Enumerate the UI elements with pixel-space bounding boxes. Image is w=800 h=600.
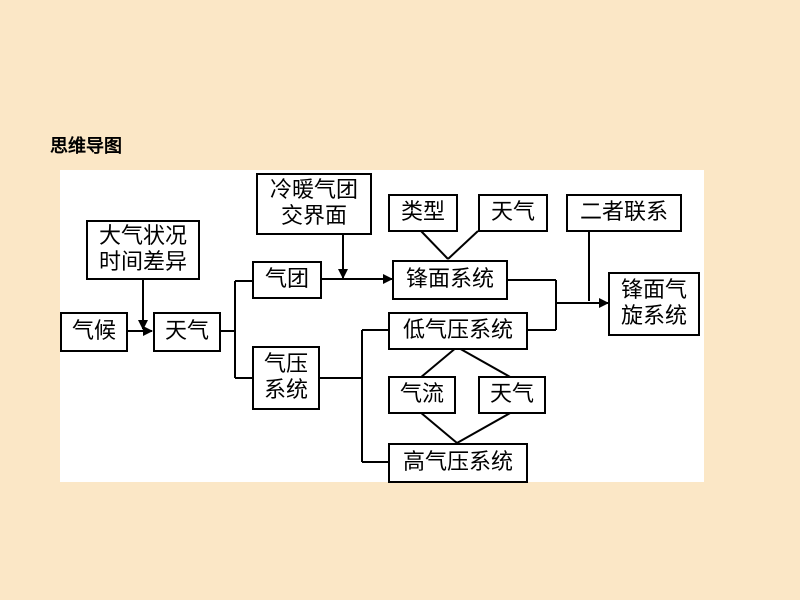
diagram-heading: 思维导图 — [50, 136, 122, 157]
node-front-weather: 天气 — [478, 194, 548, 232]
node-atmosphere-time-difference: 大气状况 时间差异 — [86, 220, 200, 280]
node-cold-warm-air-mass-interface: 冷暖气团 交界面 — [256, 173, 372, 235]
node-pressure-system: 气压 系统 — [252, 346, 320, 410]
node-airflow: 气流 — [388, 376, 456, 414]
node-pressure-weather: 天气 — [478, 376, 546, 414]
node-frontal-cyclone-system: 锋面气 旋系统 — [608, 272, 700, 336]
node-climate: 气候 — [60, 312, 128, 352]
node-relationship: 二者联系 — [566, 194, 682, 232]
node-low-pressure-system: 低气压系统 — [388, 312, 528, 350]
node-front-type: 类型 — [388, 194, 458, 232]
node-front-system: 锋面系统 — [392, 260, 508, 300]
node-weather-main: 天气 — [153, 312, 221, 352]
node-high-pressure-system: 高气压系统 — [388, 443, 528, 483]
node-air-mass: 气团 — [252, 261, 322, 299]
